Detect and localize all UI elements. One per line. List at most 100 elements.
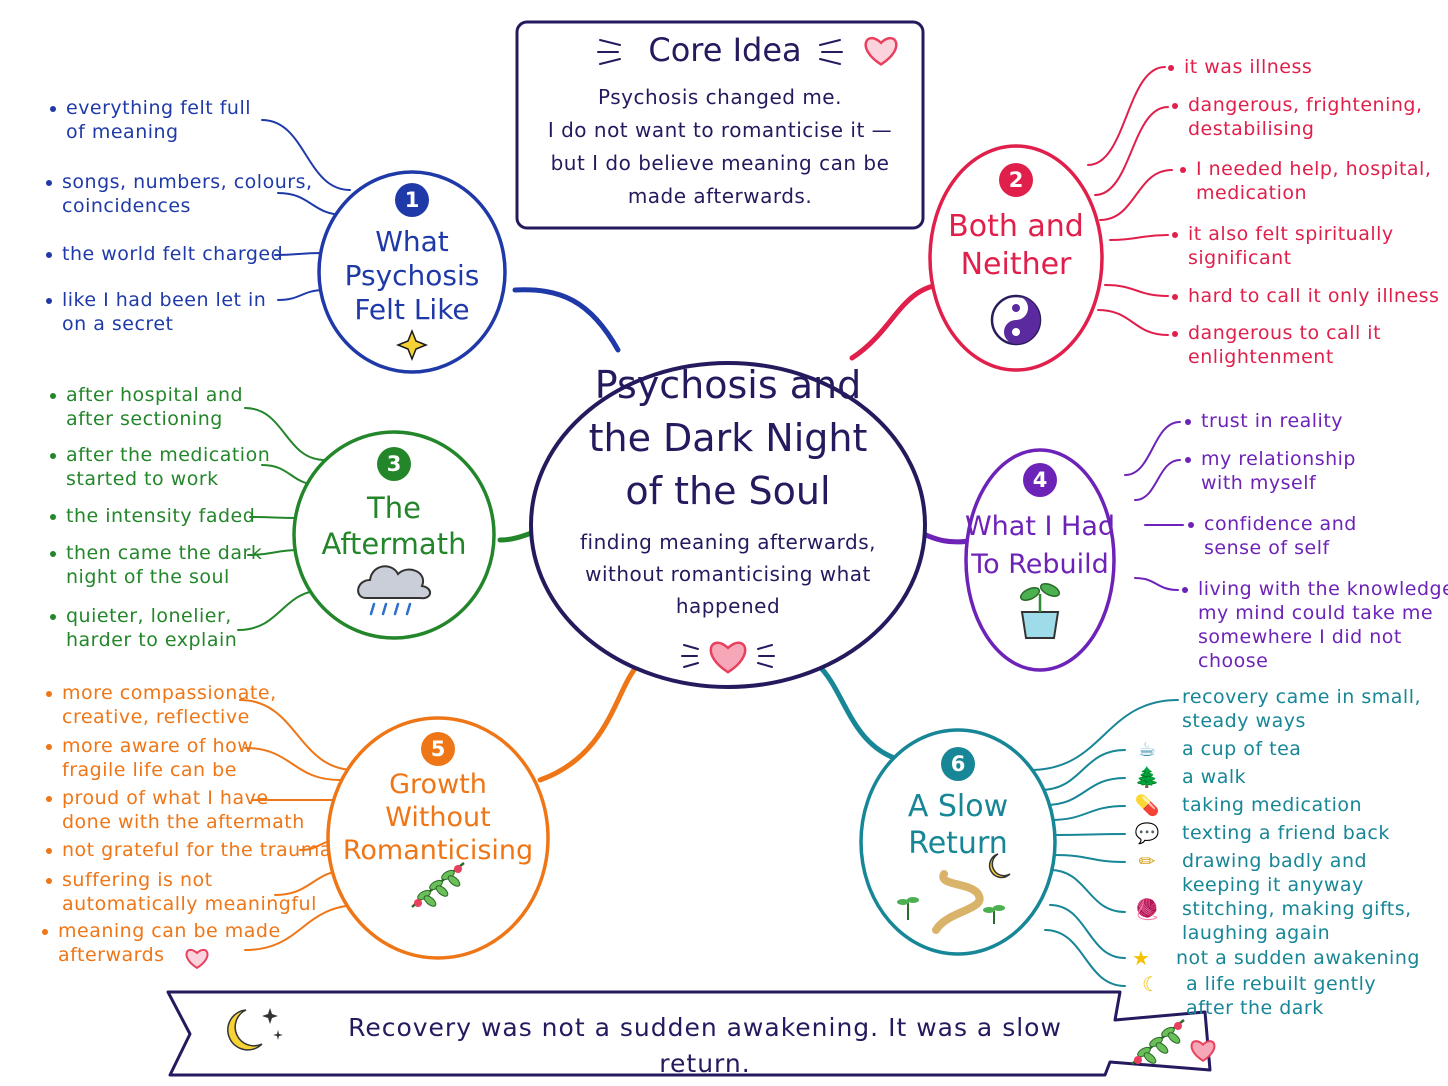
core-idea-line: Psychosis changed me. <box>598 85 842 109</box>
branch-item-connector <box>1049 904 1126 959</box>
branch-item-text: automatically meaningful <box>62 893 317 915</box>
branch-item-text: taking medication <box>1182 794 1363 816</box>
pencil-icon: ✏ <box>1138 849 1156 873</box>
branch-item-line: drawing badly and <box>1182 849 1367 874</box>
branch-number-badge: 4 <box>1023 463 1057 497</box>
leaf <box>447 875 461 887</box>
raindrop <box>405 602 412 616</box>
branch-item-text: on a secret <box>62 313 174 335</box>
berry <box>1134 1056 1142 1064</box>
branch-item-line: dangerous to call it <box>1172 321 1381 346</box>
banner-ribbon <box>166 990 1212 1077</box>
branch-item-connector <box>1094 106 1169 196</box>
leaf <box>1143 1052 1157 1064</box>
branch-item-text: destabilising <box>1188 118 1315 140</box>
branch-title-line: Both and <box>948 209 1084 244</box>
moon-icon: ☾ <box>1142 972 1160 996</box>
branch-item-connector <box>1087 66 1166 166</box>
branch-item-connector <box>1049 869 1126 913</box>
branch-item-text: night of the soul <box>66 566 230 588</box>
branch-circle <box>928 144 1104 372</box>
branch-item-connector <box>239 699 356 771</box>
branch-item-line: steady ways <box>1182 709 1306 734</box>
branch-item-line: dangerous, frightening, <box>1172 93 1423 118</box>
branch-item-line: keeping it anyway <box>1182 873 1364 898</box>
heart-accent-dash <box>683 662 699 668</box>
branch-item-text: laughing again <box>1182 922 1331 944</box>
star-icon: ★ <box>1132 946 1150 970</box>
moon-stars-icon <box>227 1009 263 1051</box>
branch-item-text: choose <box>1198 650 1269 672</box>
branch-item-text: everything felt full <box>66 97 252 119</box>
branch-item-line: everything felt full <box>50 96 251 121</box>
branch-item-connector <box>1044 929 1126 987</box>
bullet-dot <box>46 743 52 750</box>
moon-icon <box>988 853 1011 879</box>
branch-item-text: more compassionate, <box>62 682 277 704</box>
branch-item-line: somewhere I did not <box>1182 625 1402 650</box>
bullet-dot <box>1172 293 1178 300</box>
branch-item-line: after sectioning <box>50 407 223 432</box>
branch-item-line: quieter, lonelier, <box>50 604 232 629</box>
potted-plant-icon <box>1019 583 1061 639</box>
branch-item-text: steady ways <box>1182 710 1306 732</box>
bullet-dot <box>1172 231 1178 238</box>
cloud-shape <box>357 565 431 600</box>
bullet-dot <box>46 297 52 304</box>
branch-item-line: sense of self <box>1188 536 1330 561</box>
center-subtitle-line: finding meaning afterwards, <box>579 530 877 554</box>
bullet-dot <box>42 928 48 935</box>
branch-item-line: on a secret <box>46 312 173 337</box>
branch-number-badge: 5 <box>421 732 455 766</box>
branch-item-text: dangerous to call it <box>1188 322 1382 344</box>
bullet-dot <box>1185 456 1191 463</box>
center-title-line: of the Soul <box>625 469 831 513</box>
bullet-dot <box>1168 64 1174 71</box>
core-idea-title: Core Idea <box>648 31 802 69</box>
branch-item-text: meaning can be made <box>58 920 281 942</box>
bullet-dot <box>50 392 56 399</box>
branch-item-line: medication <box>1180 181 1307 206</box>
branch-item-line: a cup of tea <box>1182 737 1301 762</box>
branch-item-line: a life rebuilt gently <box>1186 972 1376 997</box>
yin-yang-dot <box>1012 304 1020 312</box>
bullet-dot <box>46 251 52 258</box>
branch-item-connector <box>1109 234 1169 241</box>
branch-item-line: night of the soul <box>50 565 230 590</box>
branch-item-text: songs, numbers, colours, <box>62 171 313 193</box>
center-connector <box>512 287 621 353</box>
branch-item-line: harder to explain <box>50 628 237 653</box>
core-idea-box <box>515 20 925 230</box>
branch-item-line: it was illness <box>1168 55 1312 80</box>
sparkle-icon <box>395 328 429 362</box>
branch-item-text: the intensity faded <box>66 505 256 527</box>
branch-title-line: Aftermath <box>321 527 467 561</box>
branch-item-text: creative, reflective <box>62 706 250 728</box>
branch-item-line: songs, numbers, colours, <box>46 170 313 195</box>
branch-item-line: significant <box>1172 246 1292 271</box>
branch-item-line: not a sudden awakening <box>1176 946 1420 971</box>
yarn-icon: 🧶 <box>1134 897 1160 921</box>
berry <box>1174 1022 1182 1030</box>
branch-item-text: keeping it anyway <box>1182 874 1364 896</box>
branch-item-text: confidence and <box>1204 513 1357 535</box>
branch-item-text: after sectioning <box>66 408 223 430</box>
branch-item-line: coincidences <box>46 194 191 219</box>
branch-item-text: like I had been let in <box>62 289 267 311</box>
branch-item-connector <box>1097 309 1169 336</box>
leaf <box>907 897 919 903</box>
berry <box>414 899 422 907</box>
branch-title-line: What I Had <box>964 511 1116 542</box>
branch-item-text: stitching, making gifts, <box>1182 898 1412 920</box>
center-subtitle-line: without romanticising what <box>585 562 871 586</box>
branch-item-line: of meaning <box>50 120 179 145</box>
speech-bubble-icon: 💬 <box>1134 821 1160 845</box>
banner-text: Recovery was not a sudden awakening. It … <box>348 1013 1062 1078</box>
center-connector <box>849 281 947 361</box>
branch-item-connector <box>1054 854 1126 863</box>
heart-accent-dash <box>757 662 773 668</box>
branch-item-line: choose <box>1182 649 1268 674</box>
branch-item-text: quieter, lonelier, <box>66 605 232 627</box>
branch-title-line: To Rebuild <box>971 549 1109 580</box>
